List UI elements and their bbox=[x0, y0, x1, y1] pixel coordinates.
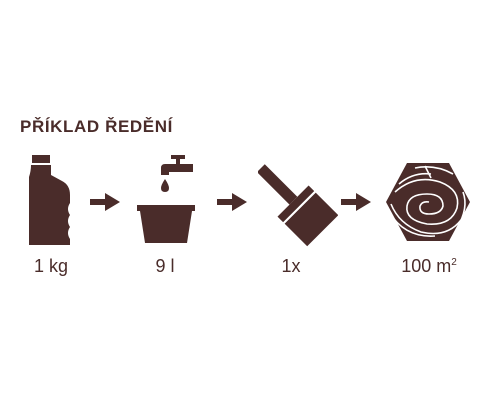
step-label-water: 9 l bbox=[155, 256, 175, 276]
arrow-right-icon bbox=[217, 193, 247, 211]
bottle-icon bbox=[29, 155, 70, 245]
paint-brush-icon bbox=[258, 164, 338, 247]
section-title: PŘÍKLAD ŘEDĚNÍ bbox=[20, 117, 173, 136]
arrow-right-icon bbox=[90, 193, 120, 211]
step-label-amount: 1 kg bbox=[33, 256, 69, 276]
wood-surface-icon bbox=[386, 163, 470, 241]
step-label-coats: 1x bbox=[281, 256, 301, 276]
step-label-area: 100 m2 bbox=[401, 256, 457, 276]
arrow-right-icon bbox=[341, 193, 371, 211]
water-tap-bucket-icon bbox=[137, 155, 195, 243]
